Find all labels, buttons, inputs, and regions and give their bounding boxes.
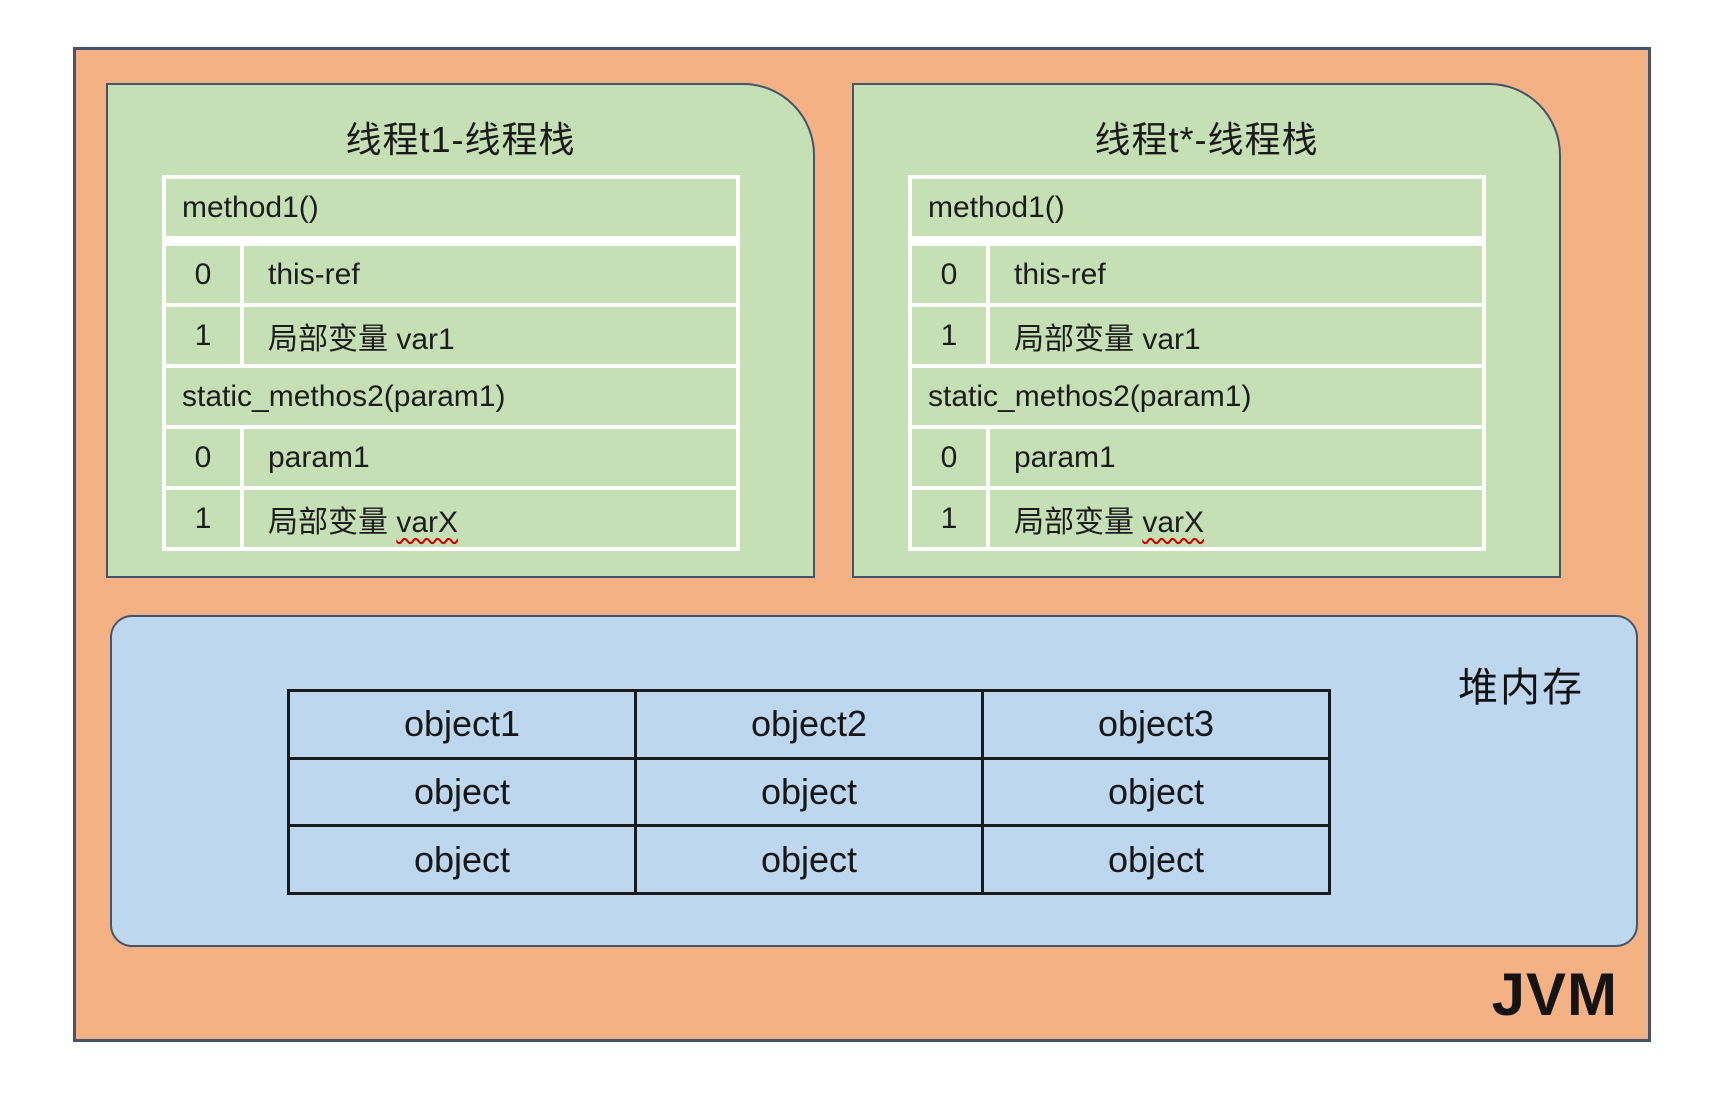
slot-index: 0 [912,429,990,486]
slot-value-text: this-ref [268,257,360,291]
thread-stack-box: 线程t*-线程栈 method1() 0 this-ref 1 局部变量 var1 stat… [852,83,1561,578]
jvm-container: 线程t1-线程栈 method1() 0 this-ref 1 局部变量 var1 stat… [73,47,1651,1042]
slot-value: 局部变量 varX [990,497,1204,541]
slot-value: 局部变量 var1 [990,314,1201,358]
stack-frame-table: method1() 0 this-ref 1 局部变量 var1 static_metho… [908,175,1486,551]
heap-cell: object [984,827,1328,892]
heap-cell: object [290,759,634,825]
slot-index: 1 [166,490,244,547]
frame-method-row: method1() [912,179,1482,246]
stack-slot-row: 1 局部变量 var1 [166,307,736,368]
slot-index: 1 [912,490,990,547]
heap-cell: object [984,759,1328,825]
heap-cell: object [290,827,634,892]
stack-slot-row: 1 局部变量 var1 [912,307,1482,368]
frame-method-label: static_methos2(param1) [182,379,506,413]
slot-index: 1 [166,307,244,364]
heap-label: 堆内存 [1458,666,1584,710]
heap-header-cell: object3 [984,692,1328,757]
thread-stack-title: 线程t*-线程栈 [1094,119,1319,160]
slot-index: 0 [912,246,990,303]
slot-index: 0 [166,429,244,486]
stack-slot-row: 0 param1 [166,429,736,490]
slot-value: 局部变量 varX [244,497,458,541]
slot-value-text: param1 [268,440,370,474]
frame-method-label: static_methos2(param1) [928,379,1252,413]
stack-slot-row: 0 param1 [912,429,1482,490]
varx-wavy-text: varX [1142,505,1205,539]
slot-value: this-ref [244,258,360,292]
slot-value-text: 局部变量 [268,505,397,539]
slot-value: param1 [990,441,1116,475]
heap-cell: object [637,759,981,825]
slot-index: 1 [912,307,990,364]
stack-slot-row: 0 this-ref [912,246,1482,307]
slot-value-text: 局部变量 var1 [1014,322,1201,356]
frame-method-row: method1() [166,179,736,246]
jvm-label: JVM [1491,961,1618,1028]
heap-header-cell: object2 [637,692,981,757]
slot-value: this-ref [990,258,1106,292]
thread-stack-box: 线程t1-线程栈 method1() 0 this-ref 1 局部变量 var1 stat… [106,83,815,578]
slot-value: 局部变量 var1 [244,314,455,358]
slot-value: param1 [244,441,370,475]
stack-slot-row: 0 this-ref [166,246,736,307]
slot-value-text: 局部变量 [1014,505,1143,539]
heap-cell: object [637,827,981,892]
slot-value-text: 局部变量 var1 [268,322,455,356]
frame-method-row: static_methos2(param1) [166,368,736,429]
frame-method-row: static_methos2(param1) [912,368,1482,429]
slot-index: 0 [166,246,244,303]
frame-method-label: method1() [928,190,1065,224]
thread-stack-title: 线程t1-线程栈 [345,119,576,160]
slot-value-text: this-ref [1014,257,1106,291]
heap-header-cell: object1 [290,692,634,757]
stack-frame-table: method1() 0 this-ref 1 局部变量 var1 static_metho… [162,175,740,551]
varx-wavy-text: varX [396,505,459,539]
frame-method-label: method1() [182,190,319,224]
slot-value-text: param1 [1014,440,1116,474]
